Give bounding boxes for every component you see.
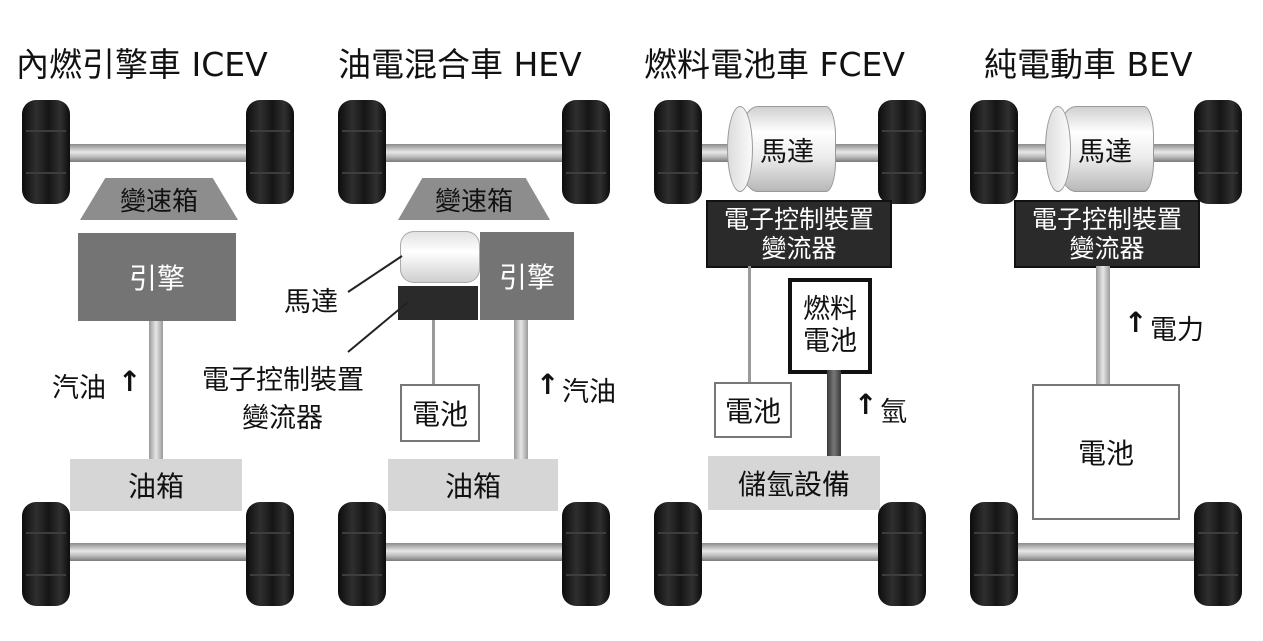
panel-bev: 純電動車 BEV 馬達 電子控制裝置 變流器 ↑ 電力 電池 bbox=[948, 0, 1263, 641]
motor-label: 馬達 bbox=[760, 136, 814, 168]
front-left-wheel bbox=[970, 100, 1018, 204]
rear-right-wheel bbox=[246, 502, 294, 606]
panel-title: 純電動車 BEV bbox=[984, 45, 1193, 84]
inverter-line: 變流器 bbox=[1069, 234, 1145, 263]
leader-lines bbox=[347, 255, 409, 353]
inverter-line: 變流器 bbox=[761, 234, 837, 263]
rear-axle bbox=[682, 543, 902, 561]
front-right-wheel bbox=[1194, 100, 1242, 204]
fuel-cell: 燃料 電池 bbox=[788, 278, 872, 374]
rear-left-wheel bbox=[338, 502, 386, 606]
front-left-wheel bbox=[654, 100, 702, 204]
fuel-line bbox=[149, 321, 163, 459]
electronic-control-unit: 電子控制裝置 變流器 bbox=[1014, 200, 1200, 268]
gearbox: 變速箱 bbox=[398, 178, 550, 220]
front-axle bbox=[50, 144, 270, 162]
front-right-wheel bbox=[562, 100, 610, 204]
rear-axle bbox=[998, 543, 1218, 561]
motor-label: 馬達 bbox=[1078, 136, 1132, 168]
rear-left-wheel bbox=[654, 502, 702, 606]
rear-axle bbox=[50, 543, 270, 561]
panel-fcev: 燃料電池車 FCEV 馬達 電子控制裝置 變流器 電池 燃料 電池 ↑ 氫 儲氫… bbox=[632, 0, 948, 641]
front-right-wheel bbox=[878, 100, 926, 204]
up-arrow-icon: ↑ bbox=[854, 388, 878, 421]
flow-label: 汽油 bbox=[52, 373, 106, 404]
fuel-cell-line: 電池 bbox=[803, 326, 857, 357]
fuel-line bbox=[514, 320, 528, 459]
power-line bbox=[1096, 266, 1110, 384]
flow-label: 氫 bbox=[880, 397, 907, 428]
gearbox: 變速箱 bbox=[80, 178, 238, 220]
flow-label: 汽油 bbox=[562, 377, 616, 408]
ecu-line: 電子控制裝置 bbox=[723, 205, 874, 234]
front-axle bbox=[366, 144, 586, 162]
electronic-control-unit-block bbox=[398, 286, 478, 320]
flow-label: 電力 bbox=[1150, 315, 1204, 346]
motor: 馬達 bbox=[1045, 106, 1154, 192]
fuel-cell-line: 燃料 bbox=[803, 294, 857, 325]
fuel-tank: 油箱 bbox=[70, 459, 242, 511]
motor-label: 馬達 bbox=[284, 287, 338, 318]
hydrogen-tank: 儲氫設備 bbox=[708, 456, 880, 510]
motor-end-cap bbox=[1045, 106, 1071, 192]
front-left-wheel bbox=[22, 100, 70, 204]
front-left-wheel bbox=[338, 100, 386, 204]
panel-title: 內燃引擎車 ICEV bbox=[16, 45, 268, 84]
battery-cable bbox=[748, 266, 751, 382]
front-right-wheel bbox=[246, 100, 294, 204]
up-arrow-icon: ↑ bbox=[536, 368, 560, 401]
battery: 電池 bbox=[1032, 384, 1180, 520]
motor-icon bbox=[400, 231, 480, 283]
electronic-control-unit: 電子控制裝置 變流器 bbox=[706, 200, 892, 268]
panel-title: 燃料電池車 FCEV bbox=[644, 45, 905, 84]
panel-title: 油電混合車 HEV bbox=[338, 45, 582, 84]
battery: 電池 bbox=[400, 384, 480, 442]
motor-end-cap bbox=[727, 106, 753, 192]
up-arrow-icon: ↑ bbox=[118, 365, 142, 398]
inverter-label: 變流器 bbox=[242, 403, 323, 434]
panel-icev: 內燃引擎車 ICEV 變速箱 引擎 汽油 ↑ 油箱 bbox=[0, 0, 316, 641]
up-arrow-icon: ↑ bbox=[1124, 306, 1148, 339]
ecu-line: 電子控制裝置 bbox=[1031, 205, 1182, 234]
panel-hev: 油電混合車 HEV 變速箱 引擎 馬達 電子控制裝置 變流器 電池 ↑ 汽油 油… bbox=[202, 0, 632, 641]
rear-left-wheel bbox=[970, 502, 1018, 606]
rear-right-wheel bbox=[1194, 502, 1242, 606]
engine-block: 引擎 bbox=[78, 233, 236, 321]
ecu-label: 電子控制裝置 bbox=[202, 365, 364, 396]
battery-cable bbox=[432, 320, 435, 384]
motor: 馬達 bbox=[727, 106, 836, 192]
hydrogen-line bbox=[827, 370, 841, 456]
engine-block: 引擎 bbox=[480, 232, 574, 320]
rear-right-wheel bbox=[562, 502, 610, 606]
battery: 電池 bbox=[714, 382, 792, 438]
rear-left-wheel bbox=[22, 502, 70, 606]
rear-right-wheel bbox=[878, 502, 926, 606]
fuel-tank: 油箱 bbox=[388, 459, 558, 511]
rear-axle bbox=[366, 543, 586, 561]
